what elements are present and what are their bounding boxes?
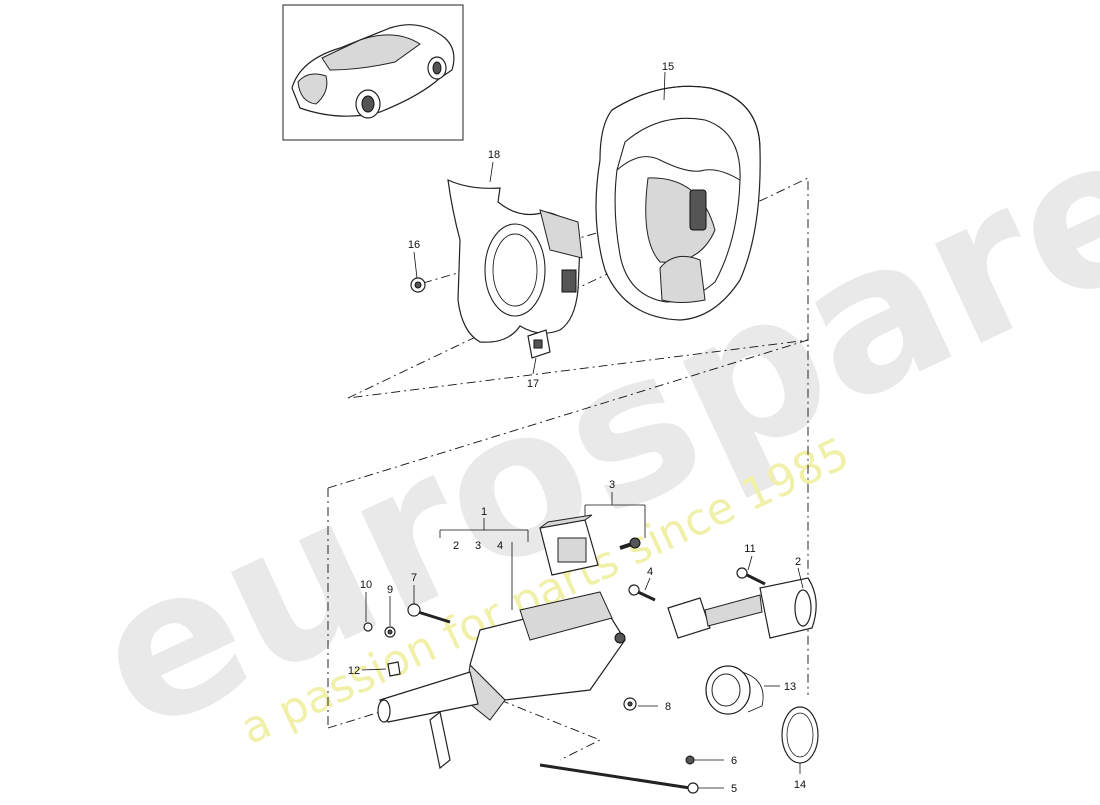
- bolt-11: [736, 567, 766, 586]
- nut-8: [623, 697, 637, 711]
- callout-14: 14: [794, 779, 806, 791]
- intermediate-shaft: [667, 577, 817, 639]
- steering-column: [377, 591, 626, 770]
- steering-wheel: [595, 85, 761, 321]
- callout-1: 1: [481, 506, 487, 518]
- screw-3: [619, 537, 641, 550]
- callout-8: 8: [665, 701, 671, 713]
- callout-numbers: 15 18 16 17 3 1 2 3 4 4 11 2 7 9 10 12 8…: [348, 61, 806, 795]
- callout-2: 2: [795, 556, 801, 568]
- clip-17: [527, 329, 551, 359]
- callout-17: 17: [527, 378, 539, 390]
- callout-1-sub-4: 4: [497, 540, 503, 552]
- grommet-13: [705, 665, 764, 715]
- bolt-4: [628, 584, 656, 602]
- steering-column-trim: [447, 179, 583, 343]
- cable-5: [539, 763, 699, 794]
- washers: [363, 622, 396, 638]
- callout-1-sub-3: 3: [475, 540, 481, 552]
- callout-6: 6: [731, 755, 737, 767]
- callout-7: 7: [411, 572, 417, 584]
- callout-3: 3: [609, 479, 615, 491]
- callout-12: 12: [348, 665, 360, 677]
- leader-lines: [361, 71, 804, 789]
- callout-16: 16: [408, 239, 420, 251]
- callout-1-sub-2: 2: [453, 540, 459, 552]
- callout-15: 15: [662, 61, 674, 73]
- callout-5: 5: [731, 783, 737, 795]
- callout-4: 4: [647, 566, 653, 578]
- callout-9: 9: [387, 584, 393, 596]
- control-unit-3: [539, 514, 599, 576]
- callout-11: 11: [744, 543, 755, 555]
- callout-10: 10: [360, 579, 372, 591]
- car-thumbnail-icon: [282, 4, 464, 141]
- clip-12: [387, 661, 401, 677]
- cover-14: [781, 706, 819, 764]
- bolt-7: [407, 603, 451, 624]
- screw-6: [685, 755, 695, 765]
- bolt-16: [410, 277, 426, 293]
- callout-13: 13: [784, 681, 796, 693]
- callout-18: 18: [488, 149, 500, 161]
